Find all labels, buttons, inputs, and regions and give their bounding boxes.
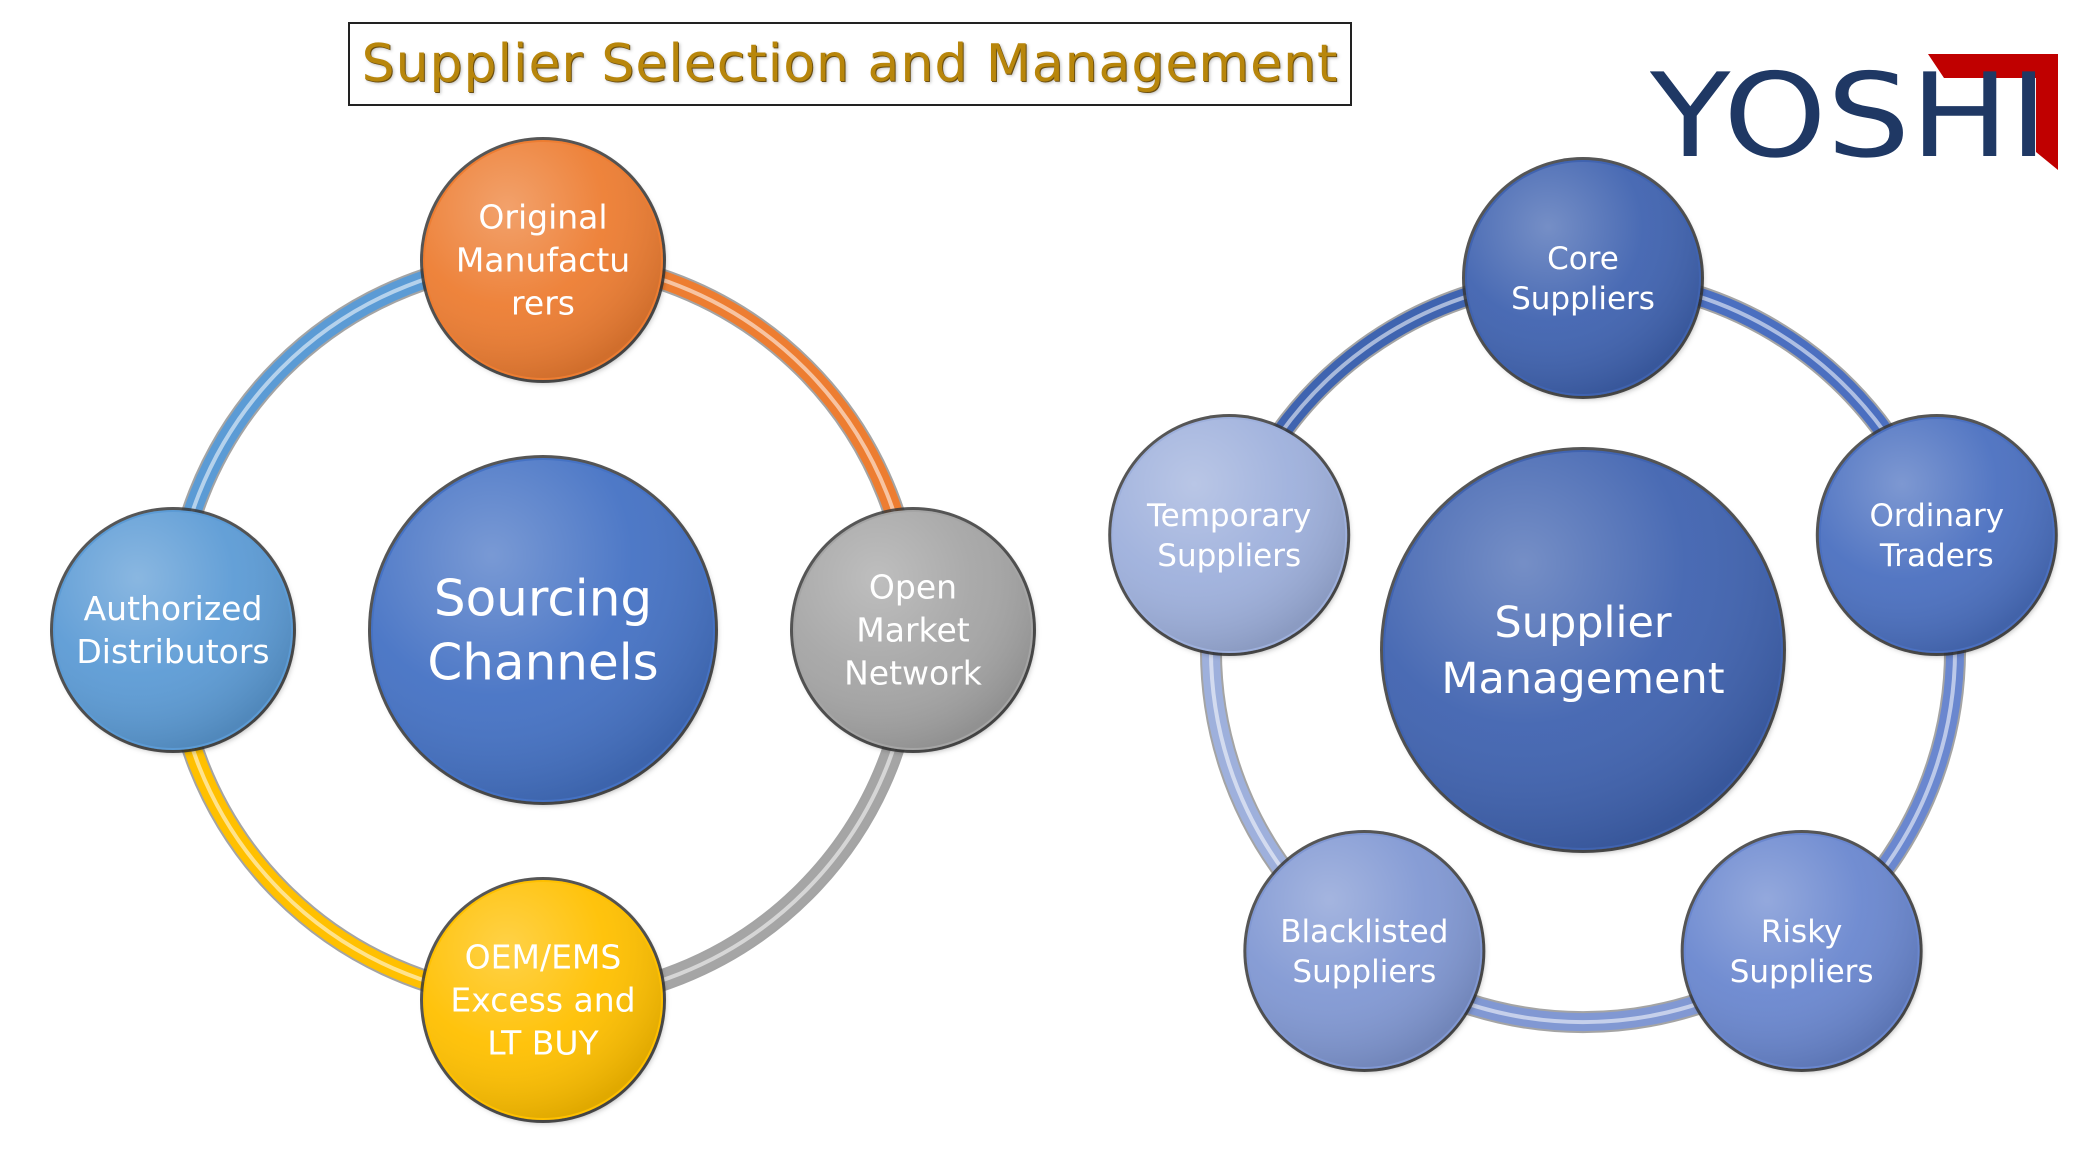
management-nodes: SupplierManagementCoreSuppliersOrdinaryT… [1108, 157, 2058, 1072]
sourcing-node-open-market-network-label-line-1: Open [869, 568, 957, 607]
sourcing-node-oem-ems-excess-shine [425, 882, 661, 1118]
management-node-blacklisted-suppliers-shine [1248, 834, 1481, 1067]
sourcing-node-authorized-distributors-shine [55, 512, 291, 748]
page-title: Supplier Selection and Management [361, 34, 1339, 94]
management-node-risky-suppliers-shine [1685, 834, 1918, 1067]
sourcing-node-open-market-network-label-line-2: Market [856, 611, 969, 650]
management-node-risky-suppliers-label-line-2: Suppliers [1730, 954, 1874, 990]
sourcing-node-oem-ems-excess-label-line-1: OEM/EMS [465, 938, 622, 977]
management-node-core-suppliers-label-line-1: Core [1547, 241, 1619, 277]
management-node-temporary-suppliers-label-line-2: Suppliers [1157, 538, 1301, 574]
yoshi-logo: YOSHI [1650, 52, 2058, 178]
management-node-ordinary-traders-label-line-2: Traders [1879, 538, 1994, 574]
logo-red-accent [1928, 54, 2058, 170]
sourcing-node-oem-ems-excess: OEM/EMS Excess and LT BUY [420, 877, 666, 1123]
management-node-ordinary-traders-shine [1820, 419, 2053, 652]
management-node-core-suppliers-shine [1467, 162, 1699, 394]
management-node-risky-suppliers-label-line-1: Risky [1761, 914, 1843, 950]
sourcing-node-oem-ems-excess-label-line-3: LT BUY [487, 1024, 599, 1063]
management-node-temporary-suppliers-label-line-1: Temporary [1146, 498, 1311, 534]
sourcing-center-shine [373, 460, 713, 800]
sourcing-node-open-market-network-label-line-3: Network [844, 654, 983, 693]
management-center-label-line-2: Management [1441, 654, 1724, 704]
sourcing-node-original-manufacturers-shine [425, 142, 661, 378]
management-node-ordinary-traders-label-line-1: Ordinary [1869, 498, 2004, 534]
sourcing-center-label-line-2: Channels [427, 634, 658, 692]
sourcing-node-authorized-distributors-label-line-1: Authorized [84, 589, 263, 628]
sourcing-node-oem-ems-excess-label-line-2: Excess and [450, 981, 635, 1020]
sourcing-node-open-market-network-shine [795, 512, 1031, 748]
title-box: Supplier Selection and Management [348, 22, 1352, 106]
management-node-core-suppliers-label-line-2: Suppliers [1511, 281, 1655, 317]
sourcing-node-original-manufacturers-label-line-1: Original [478, 198, 607, 237]
management-center-label-line-1: Supplier [1494, 598, 1671, 648]
sourcing-node-authorized-distributors-label-line-2: Distributors [76, 632, 269, 671]
sourcing-node-original-manufacturers-label-line-2: Manufactu [456, 241, 630, 280]
logo-text: YOSHI [1650, 52, 2048, 178]
management-node-blacklisted-suppliers-label-line-1: Blacklisted [1280, 914, 1448, 950]
management-node-blacklisted-suppliers-label-line-2: Suppliers [1292, 954, 1436, 990]
sourcing-center-label-line-1: Sourcing [434, 570, 652, 628]
management-center-shine [1385, 452, 1781, 848]
sourcing-node-original-manufacturers-label-line-3: rers [511, 284, 575, 323]
management-node-temporary-suppliers-shine [1113, 419, 1346, 652]
